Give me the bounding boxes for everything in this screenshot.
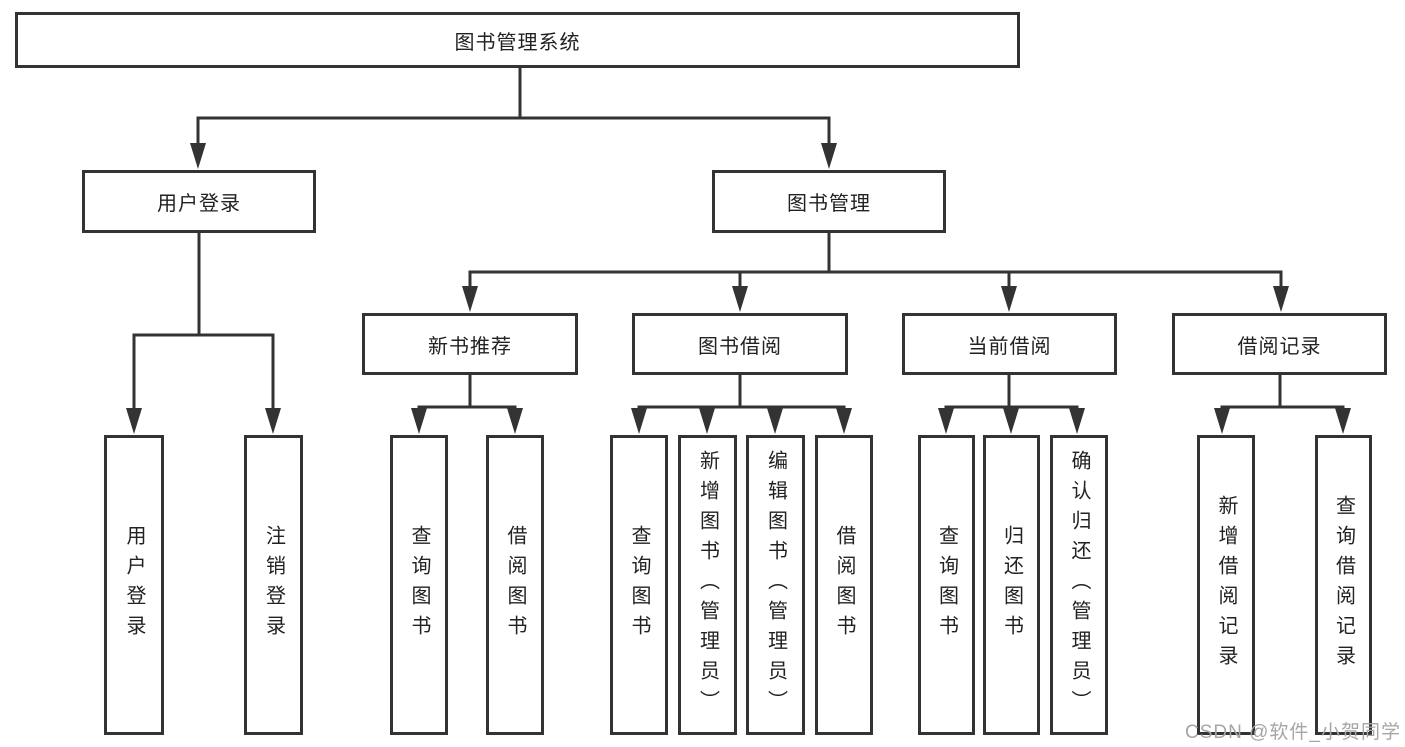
arrowhead-down-icon — [732, 286, 748, 312]
arrowhead-down-icon — [462, 286, 478, 312]
node-book-borrow-label: 图书借阅 — [698, 335, 782, 358]
node-book-manage: 图书管理 — [712, 170, 946, 233]
node-root-label: 图书管理系统 — [454, 31, 581, 54]
arrowhead-down-icon — [938, 408, 954, 434]
arrowhead-down-icon — [1069, 408, 1085, 434]
leaf-user-login-label: 用户登录 — [123, 525, 145, 645]
leaf-borrow-borrow: 借阅图书 — [815, 435, 873, 735]
leaf-borrow-query: 查询图书 — [610, 435, 668, 735]
leaf-records-add: 新增借阅记录 — [1197, 435, 1255, 735]
node-current-borrow: 当前借阅 — [902, 313, 1117, 375]
leaf-user-login: 用户登录 — [104, 435, 164, 735]
arrowhead-down-icon — [1273, 286, 1289, 312]
leaf-records-query-label: 查询借阅记录 — [1332, 495, 1355, 675]
leaf-newbook-borrow-label: 借阅图书 — [504, 525, 526, 645]
node-current-borrow-label: 当前借阅 — [967, 335, 1052, 358]
arrowhead-down-icon — [1214, 408, 1230, 434]
arrowhead-down-icon — [190, 143, 206, 169]
node-user-login-label: 用户登录 — [157, 193, 241, 215]
leaf-logout-label: 注销登录 — [262, 525, 285, 645]
leaf-records-add-label: 新增借阅记录 — [1215, 495, 1237, 675]
leaf-newbook-borrow: 借阅图书 — [486, 435, 544, 735]
node-user-login: 用户登录 — [82, 170, 316, 233]
leaf-current-confirm-label: 确认归还（管理员） — [1068, 450, 1090, 720]
leaf-borrow-add: 新增图书（管理员） — [678, 435, 737, 735]
arrowhead-down-icon — [821, 143, 837, 169]
arrowhead-down-icon — [265, 408, 281, 434]
leaf-newbook-query: 查询图书 — [390, 435, 448, 735]
arrowhead-down-icon — [836, 408, 852, 434]
leaf-current-return: 归还图书 — [983, 435, 1040, 735]
leaf-current-return-label: 归还图书 — [1000, 525, 1023, 645]
leaf-borrow-borrow-label: 借阅图书 — [833, 525, 855, 645]
leaf-newbook-query-label: 查询图书 — [408, 525, 430, 645]
arrowhead-down-icon — [699, 408, 715, 434]
node-root: 图书管理系统 — [15, 12, 1020, 68]
node-new-book: 新书推荐 — [362, 313, 578, 375]
leaf-borrow-edit-label: 编辑图书（管理员） — [764, 450, 787, 720]
arrowhead-down-icon — [1001, 286, 1017, 312]
arrowhead-down-icon — [631, 408, 647, 434]
leaf-borrow-add-label: 新增图书（管理员） — [696, 450, 719, 720]
leaf-current-query-label: 查询图书 — [935, 525, 958, 645]
arrowhead-down-icon — [1335, 408, 1351, 434]
arrowhead-down-icon — [411, 408, 427, 434]
watermark: CSDN @软件_小贺同学 — [1185, 722, 1401, 743]
leaf-borrow-query-label: 查询图书 — [628, 525, 650, 645]
leaf-records-query: 查询借阅记录 — [1315, 435, 1372, 735]
arrowhead-down-icon — [507, 408, 523, 434]
node-book-borrow: 图书借阅 — [632, 313, 848, 375]
node-borrow-records: 借阅记录 — [1172, 313, 1387, 375]
arrowhead-down-icon — [126, 408, 142, 434]
leaf-current-confirm: 确认归还（管理员） — [1050, 435, 1108, 735]
leaf-borrow-edit: 编辑图书（管理员） — [746, 435, 805, 735]
node-new-book-label: 新书推荐 — [428, 335, 512, 358]
node-book-manage-label: 图书管理 — [787, 193, 871, 215]
arrowhead-down-icon — [767, 408, 783, 434]
arrowhead-down-icon — [1003, 408, 1019, 434]
leaf-logout: 注销登录 — [244, 435, 303, 735]
leaf-current-query: 查询图书 — [918, 435, 975, 735]
node-borrow-records-label: 借阅记录 — [1237, 335, 1322, 358]
